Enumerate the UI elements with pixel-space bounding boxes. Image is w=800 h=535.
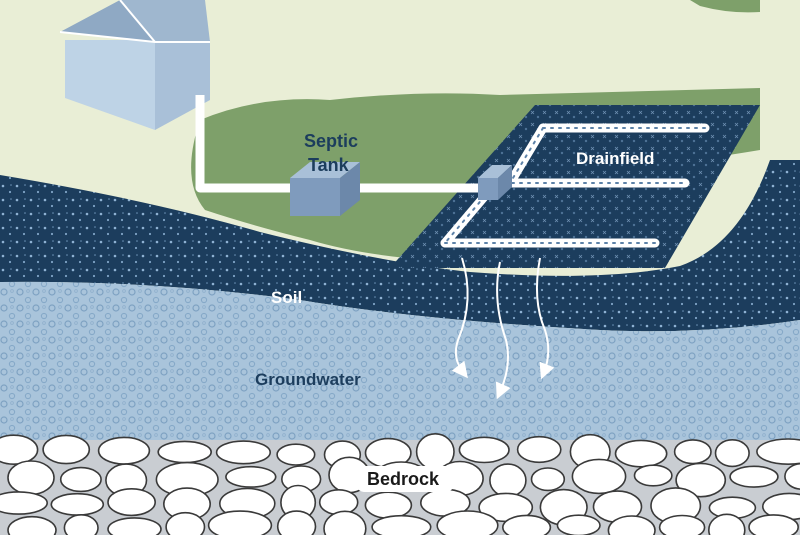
bedrock-rock bbox=[364, 491, 413, 520]
bedrock-rock bbox=[458, 436, 510, 464]
soil-label: Soil bbox=[271, 288, 302, 307]
bedrock-rock bbox=[107, 488, 157, 517]
bedrock-rock bbox=[614, 439, 668, 468]
bedrock-rock bbox=[675, 462, 727, 498]
bedrock-rock bbox=[371, 514, 432, 535]
house-sewer-pipe bbox=[195, 95, 300, 193]
bedrock-rock bbox=[42, 434, 91, 465]
bedrock-rock bbox=[658, 514, 706, 535]
bedrock-rock bbox=[607, 515, 656, 535]
bedrock-rock bbox=[714, 439, 750, 468]
septic-tank-label-line1: Septic bbox=[304, 131, 358, 151]
bedrock-rock bbox=[225, 465, 277, 488]
bedrock-rock bbox=[673, 439, 712, 465]
bedrock-rock bbox=[784, 462, 800, 490]
bedrock-rocks bbox=[0, 433, 800, 535]
bedrock-rock bbox=[59, 466, 102, 493]
drainfield-label: Drainfield bbox=[576, 149, 654, 168]
bedrock-rock bbox=[756, 438, 800, 465]
distant-grass bbox=[690, 0, 760, 13]
bedrock-rock bbox=[207, 510, 273, 535]
bedrock-label: Bedrock bbox=[367, 469, 440, 489]
bedrock-rock bbox=[276, 443, 316, 466]
down-arrow-icon bbox=[536, 257, 555, 380]
bedrock-rock bbox=[748, 514, 799, 535]
bedrock-rock bbox=[516, 435, 562, 464]
down-arrow-icon bbox=[495, 261, 511, 400]
bedrock-rock bbox=[0, 491, 48, 515]
bedrock-rock bbox=[502, 514, 552, 535]
bedrock-rock bbox=[165, 511, 206, 535]
soil-layer bbox=[0, 160, 800, 332]
bedrock-rock bbox=[276, 510, 317, 535]
bedrock-rock bbox=[323, 510, 367, 535]
bedrock-rock bbox=[50, 492, 105, 516]
bedrock-rock bbox=[0, 434, 39, 465]
groundwater-label: Groundwater bbox=[255, 370, 361, 389]
bedrock-rock bbox=[436, 510, 499, 535]
bedrock-rock bbox=[708, 513, 746, 535]
groundwater-layer bbox=[0, 281, 800, 445]
bedrock-rock bbox=[7, 460, 55, 496]
bedrock-rock bbox=[7, 515, 57, 535]
drainfield-pipes bbox=[440, 123, 710, 248]
bedrock-rock bbox=[97, 436, 151, 465]
down-arrow-icon bbox=[451, 257, 469, 379]
bedrock-rock bbox=[571, 458, 627, 495]
bedrock-rock bbox=[633, 464, 673, 487]
bedrock-rock bbox=[215, 440, 271, 465]
septic-tank-label-line2: Tank bbox=[308, 155, 350, 175]
distribution-box bbox=[478, 165, 512, 200]
septic-tank bbox=[290, 162, 360, 216]
bedrock-rock bbox=[556, 514, 601, 535]
bedrock-rock bbox=[489, 463, 527, 498]
bedrock-rock bbox=[318, 489, 359, 516]
bedrock-rock bbox=[63, 514, 99, 535]
bedrock-label-backdrop bbox=[355, 466, 455, 492]
bedrock-rock bbox=[729, 465, 779, 488]
flow-arrows bbox=[451, 257, 555, 400]
bedrock-rock bbox=[530, 467, 566, 492]
bedrock-rock bbox=[157, 440, 212, 464]
bedrock-rock bbox=[107, 517, 162, 535]
